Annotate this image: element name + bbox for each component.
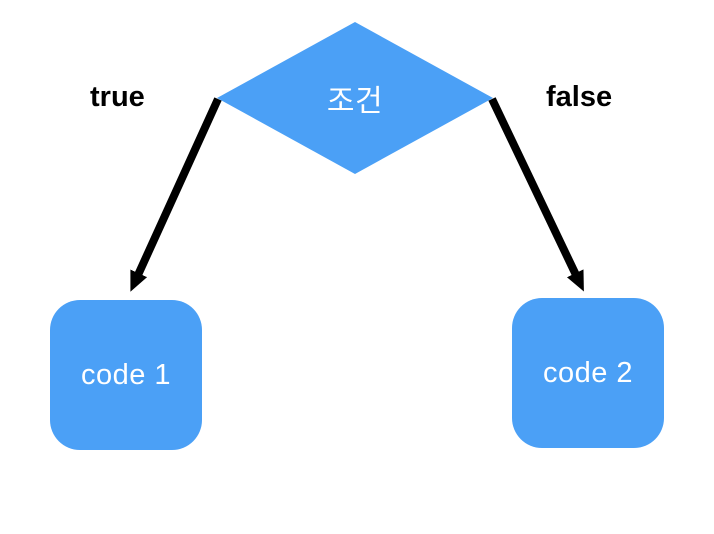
code1-node-label: code 1 bbox=[80, 358, 172, 391]
condition-diamond-shape bbox=[217, 22, 493, 174]
true-branch-arrow bbox=[130, 97, 222, 292]
true-edge-label: true bbox=[90, 81, 145, 113]
code1-node: code 1 bbox=[50, 300, 202, 450]
false-edge-label: false bbox=[546, 81, 613, 113]
false-branch-arrow bbox=[488, 97, 584, 292]
condition-node-label: 조건 bbox=[326, 85, 384, 118]
code2-node: code 2 bbox=[512, 298, 664, 448]
code2-node-label: code 2 bbox=[542, 356, 634, 389]
